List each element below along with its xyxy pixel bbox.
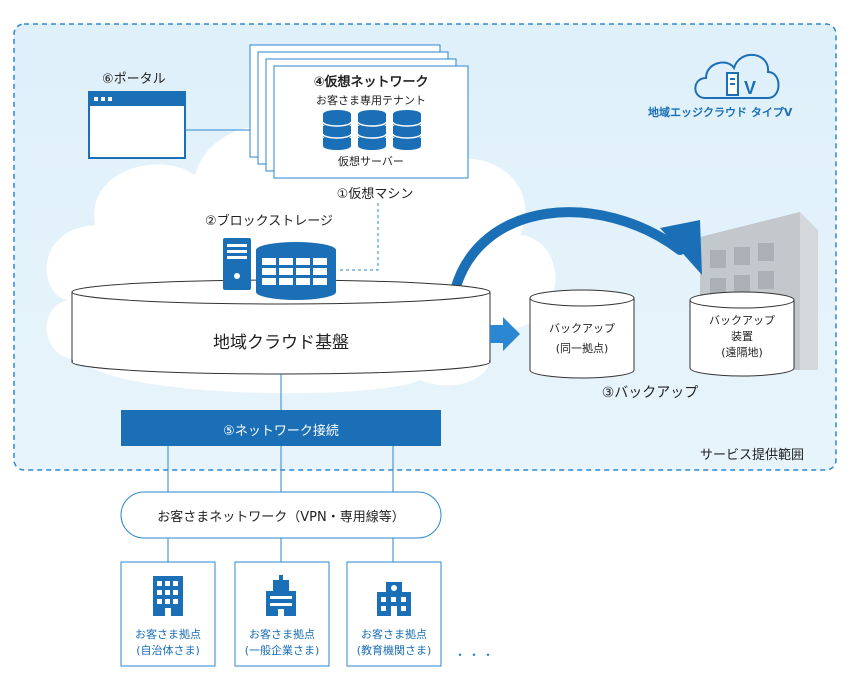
- local-backup-arrow: [490, 317, 520, 351]
- platform-label: 地域クラウド基盤: [213, 333, 349, 353]
- school-building-icon: [377, 582, 411, 616]
- network-drop-lines: [167, 446, 394, 492]
- backup-title: ③バックアップ: [601, 385, 699, 401]
- service-scope-label: サービス提供範囲: [700, 448, 805, 463]
- site-1-line2: (自治体さま): [136, 644, 200, 657]
- block-storage-label: ②ブロックストレージ: [205, 214, 334, 229]
- remote-backup-cylinder: [689, 291, 795, 377]
- virtual-network-title: ④仮想ネットワーク: [313, 75, 429, 90]
- site-3-line1: お客さま拠点: [361, 628, 427, 641]
- vm-storage-dashed-link: [340, 203, 379, 271]
- site-2-line1: お客さま拠点: [249, 628, 315, 641]
- office-building-icon: [153, 576, 183, 616]
- local-backup-line2: (同一拠点): [555, 342, 609, 355]
- site-drop-lines: [167, 538, 394, 562]
- portal-window-icon[interactable]: [88, 91, 186, 159]
- virtual-server-label: 仮想サーバー: [338, 155, 404, 168]
- local-backup-line1: バックアップ: [549, 322, 615, 335]
- site-1-line1: お客さま拠点: [135, 628, 201, 641]
- customer-network-label: お客さまネットワーク（VPN・専用線等）: [157, 510, 405, 525]
- backup-transfer-arrow: [450, 207, 685, 295]
- remote-backup-line2: 装置: [731, 330, 753, 343]
- brand-cloud-logo: [694, 53, 780, 99]
- regional-cloud-platform: [71, 279, 491, 375]
- block-storage-server-icon: [223, 238, 251, 290]
- more-sites-ellipsis: ・・・: [454, 648, 497, 662]
- virtual-server-db-icons: [323, 110, 421, 150]
- factory-building-icon: [266, 575, 296, 616]
- brand-name: 地域エッジクラウド タイプV: [648, 106, 793, 119]
- site-3-line2: (教育機関さま): [356, 644, 432, 657]
- network-connection-bar: [121, 410, 441, 446]
- portal-label: ⑥ポータル: [102, 72, 166, 87]
- network-connection-label: ⑤ネットワーク接続: [223, 424, 339, 439]
- block-storage-grid-icon: [256, 242, 336, 300]
- virtual-machine-label: ①仮想マシン: [336, 187, 414, 202]
- remote-backup-line1: バックアップ: [709, 314, 775, 327]
- brand-logo-v-mark: V: [744, 78, 756, 98]
- tenant-label: お客さま専用テナント: [316, 94, 426, 107]
- remote-backup-line3: (遠隔地): [721, 346, 763, 359]
- local-backup-cylinder: [529, 289, 635, 379]
- site-2-line2: (一般企業さま): [244, 644, 320, 657]
